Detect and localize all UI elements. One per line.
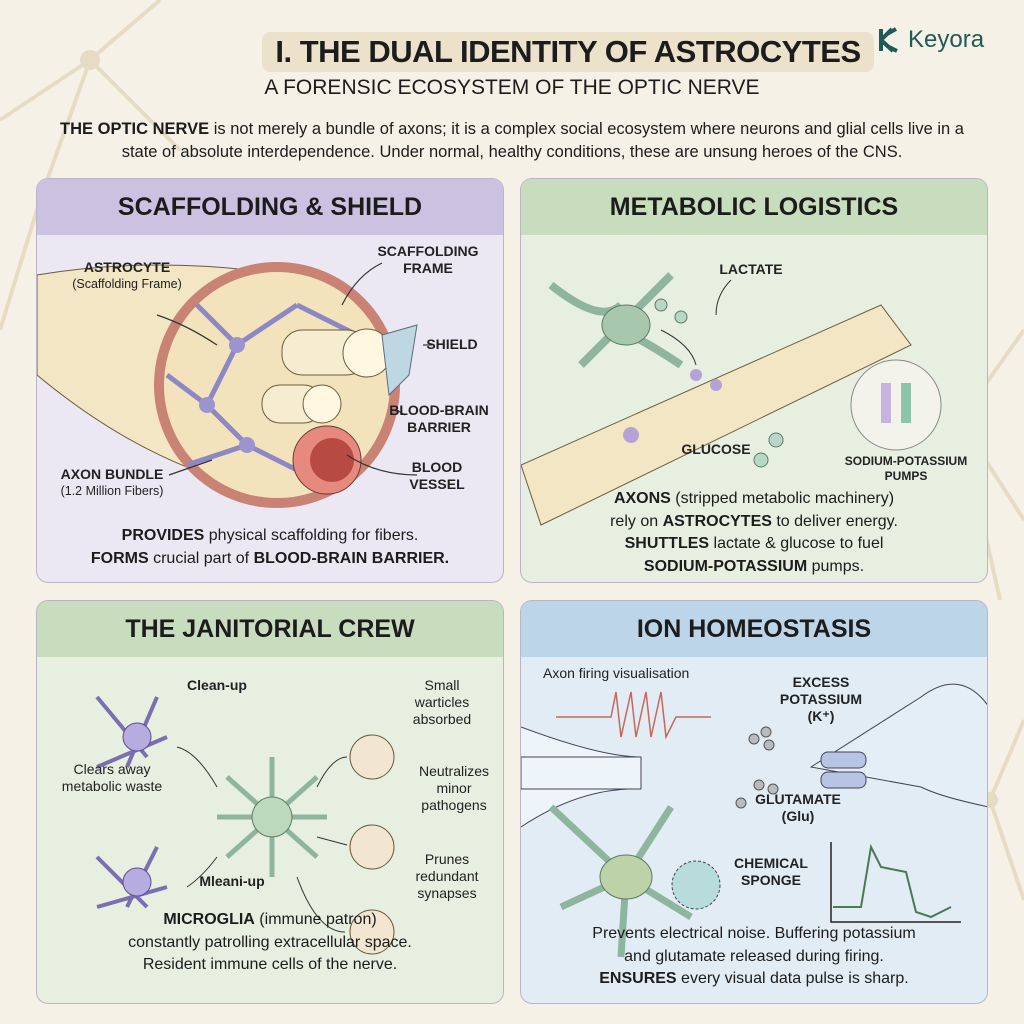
- panel-footer: Prevents electrical noise. Buffering pot…: [521, 923, 987, 991]
- page-title: I. THE DUAL IDENTITY OF ASTROCYTES: [262, 32, 874, 72]
- panel-footer: MICROGLIA (immune patron) constantly pat…: [37, 909, 503, 977]
- label-prunes-synapses: Prunes redundant synapses: [415, 851, 479, 901]
- t1-text: Prevents electrical noise. Buffering pot…: [592, 925, 916, 942]
- intro-bold: THE OPTIC NERVE: [60, 120, 210, 138]
- t2-text: constantly patrolling extracellular spac…: [128, 933, 412, 951]
- panel-footer: AXONS (stripped metabolic machinery) rel…: [521, 488, 987, 578]
- b3-text: SHUTTLES: [624, 535, 710, 552]
- b3-text: BLOOD-BRAIN BARRIER.: [253, 549, 450, 567]
- b2-text: FORMS: [90, 549, 149, 567]
- label-astrocyte: ASTROCYTE (Scaffolding Frame): [57, 259, 197, 293]
- label-scaffolding-frame: SCAFFOLDING FRAME: [377, 243, 479, 276]
- axon_sub-text: (1.2 Million Fibers): [60, 484, 164, 498]
- b4-text: SODIUM-POTASSIUM: [643, 557, 808, 575]
- label-axon-firing: Axon firing visualisation: [543, 665, 690, 681]
- b1-text: PROVIDES: [121, 527, 205, 544]
- logo-text: Keyora: [908, 26, 985, 53]
- microglia-illustration: [95, 695, 395, 955]
- intro-paragraph: THE OPTIC NERVE is not merely a bundle o…: [40, 118, 984, 164]
- lactate-glucose-shuttle-illustration: [521, 272, 942, 526]
- label-glucose: GLUCOSE: [681, 441, 751, 457]
- logo: Keyora: [878, 26, 984, 54]
- label-sodium-potassium-pumps: SODIUM-POTASSIUM PUMPS: [844, 454, 968, 483]
- panel-title: THE JANITORIAL CREW: [37, 601, 503, 657]
- optic-nerve-cross-section-illustration: [37, 262, 432, 508]
- ion-buffering-illustration: [521, 683, 987, 958]
- label-glutamate: GLUTAMATE (Glu): [755, 791, 841, 824]
- label-excess-potassium: EXCESS POTASSIUM (K⁺): [779, 674, 863, 724]
- panel-title: SCAFFOLDING & SHIELD: [37, 179, 503, 235]
- astrocyte_sub-text: (Scaffolding Frame): [72, 277, 182, 291]
- label-clean-up: Clean-up: [187, 677, 247, 693]
- t3-text: Resident immune cells of the nerve.: [142, 956, 398, 973]
- b1-text: MICROGLIA: [163, 911, 255, 928]
- t2-text: and glutamate released during firing.: [624, 947, 884, 965]
- b1-text: ENSURES: [599, 970, 677, 987]
- label-blood-brain-barrier: BLOOD-BRAIN BARRIER: [389, 402, 489, 435]
- panel-footer: PROVIDES physical scaffolding for fibers…: [37, 525, 503, 570]
- label-small-particles: Small warticles absorbed: [412, 677, 472, 727]
- t3-text: every visual data pulse is sharp.: [676, 970, 909, 987]
- t2-text: rely on: [610, 512, 663, 530]
- t3-text: to deliver energy.: [771, 512, 898, 530]
- panel-title: ION HOMEOSTASIS: [521, 601, 987, 657]
- t2-text: crucial part of: [148, 549, 254, 567]
- t4-text: lactate & glucose to fuel: [709, 535, 884, 552]
- panel-metabolic-logistics: METABOLIC LOGISTICS LACTATE GLUCOSE SODI…: [520, 178, 988, 583]
- intro-text: is not merely a bundle of axons; it is a…: [121, 120, 964, 161]
- page-subtitle: A FORENSIC ECOSYSTEM OF THE OPTIC NERVE: [264, 76, 760, 99]
- b1-text: AXONS: [613, 490, 671, 507]
- keyora-logo-icon: [879, 27, 898, 53]
- label-shield: SHIELD: [426, 336, 478, 352]
- panel-scaffolding-shield: SCAFFOLDING & SHIELD ASTROCYTE (Scaffoldi…: [36, 178, 504, 583]
- label-clears-waste: Clears away metabolic waste: [61, 761, 163, 794]
- panel-janitorial-crew: THE JANITORIAL CREW Clean-up Clears away…: [36, 600, 504, 1004]
- t1-text: (stripped metabolic machinery): [670, 490, 895, 507]
- label-lactate: LACTATE: [719, 261, 783, 277]
- label-neutralizes-pathogens: Neutralizes minor pathogens: [418, 763, 490, 813]
- label-blood-vessel: BLOOD VESSEL: [409, 459, 465, 492]
- t1-text: physical scaffolding for fibers.: [204, 527, 419, 544]
- panel-ion-homeostasis: ION HOMEOSTASIS Axon firing visualisatio…: [520, 600, 988, 1004]
- label-axon-bundle: AXON BUNDLE (1.2 Million Fibers): [47, 466, 177, 500]
- label-mleani-up: Mleani-up: [199, 873, 265, 889]
- t1-text: (immune patron): [254, 911, 377, 928]
- t5-text: pumps.: [807, 557, 865, 575]
- axon-text: AXON BUNDLE: [60, 466, 164, 482]
- astrocyte-text: ASTROCYTE: [83, 259, 171, 275]
- panel-title: METABOLIC LOGISTICS: [521, 179, 987, 235]
- b2-text: ASTROCYTES: [662, 512, 772, 530]
- label-chemical-sponge: CHEMICAL SPONGE: [734, 855, 808, 888]
